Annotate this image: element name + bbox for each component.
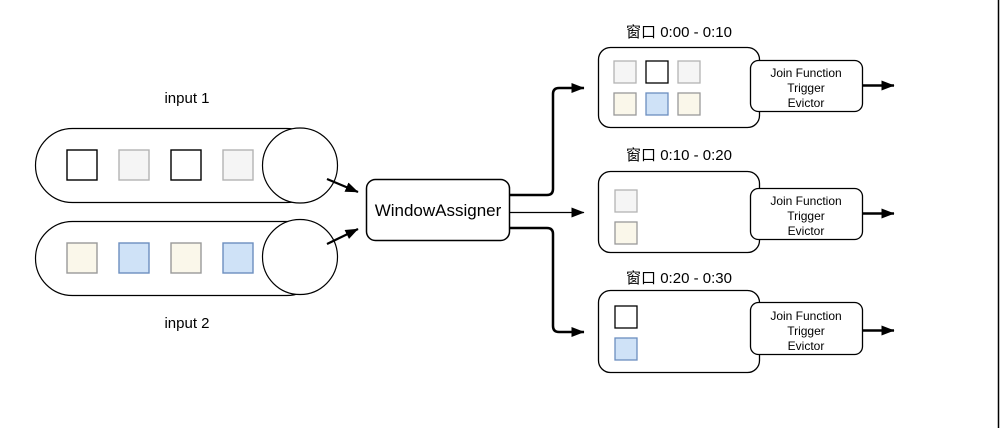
input1-label: input 1 <box>164 90 209 107</box>
stream-square <box>66 149 98 181</box>
window1-title: 窗口 0:00 - 0:10 <box>626 23 732 41</box>
stream-square <box>66 242 98 274</box>
join1-line2: Trigger <box>787 81 825 95</box>
window-square <box>614 305 638 329</box>
window-assigner-label: WindowAssigner <box>375 201 502 220</box>
join3-line2: Trigger <box>787 324 825 338</box>
join3-line3: Evictor <box>788 339 825 353</box>
window-square <box>613 92 637 116</box>
join2-line3: Evictor <box>788 224 825 238</box>
stream-square <box>222 149 254 181</box>
join1-line3: Evictor <box>788 96 825 110</box>
window3-title: 窗口 0:20 - 0:30 <box>626 269 732 287</box>
assigner-to-window3-arrow <box>510 226 585 337</box>
join1-line1: Join Function <box>770 66 841 80</box>
window-square <box>613 60 637 84</box>
stream-square <box>118 149 150 181</box>
join-box-1 <box>749 59 864 113</box>
assigner-to-window1-arrow <box>510 83 585 197</box>
input2-label: input 2 <box>164 315 209 332</box>
window-square <box>645 92 669 116</box>
input1-to-assigner-arrow <box>326 177 359 194</box>
join2-line1: Join Function <box>770 194 841 208</box>
window-square <box>614 189 638 213</box>
input2-head-circle <box>261 218 339 296</box>
window-square <box>614 221 638 245</box>
window-square <box>614 337 638 361</box>
stream-square <box>170 242 202 274</box>
stream-square <box>222 242 254 274</box>
window-square <box>677 60 701 84</box>
input1-head-circle <box>261 127 339 204</box>
stream-square <box>170 149 202 181</box>
join-box-3 <box>749 301 864 356</box>
join2-line2: Trigger <box>787 209 825 223</box>
window-square <box>677 92 701 116</box>
join3-line1: Join Function <box>770 309 841 323</box>
window-assigner-box <box>365 178 511 242</box>
window2-title: 窗口 0:10 - 0:20 <box>626 146 732 164</box>
stream-square <box>118 242 150 274</box>
input2-to-assigner-arrow <box>326 228 359 245</box>
join-box-2 <box>749 187 864 241</box>
window-square <box>645 60 669 84</box>
